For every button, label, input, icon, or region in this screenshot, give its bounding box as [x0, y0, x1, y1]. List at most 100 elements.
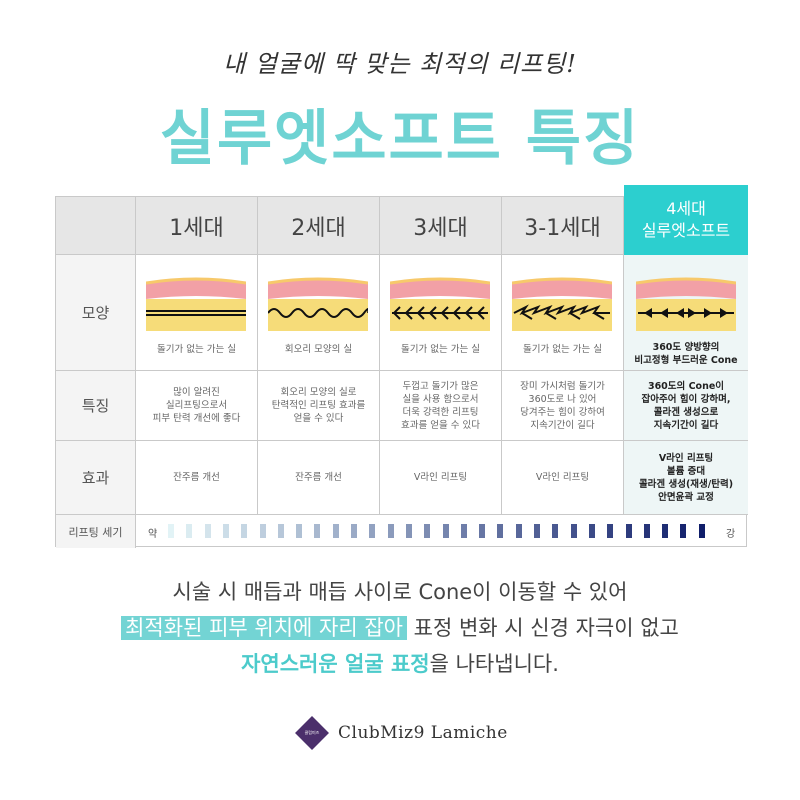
feature-text-gen3-1: 장미 가시처럼 돌기가 360도로 나 있어 당겨주는 힘이 강하여 지속기간이…	[520, 380, 605, 432]
effect-cell-gen1: 잔주름 개선	[136, 441, 258, 515]
description-line-1: 시술 시 매듭과 매듭 사이로 Cone이 이동할 수 있어	[172, 580, 628, 604]
description-line-3-rest: 을 나타냅니다.	[429, 652, 559, 676]
header-gen3: 3세대	[380, 197, 502, 255]
strength-bar	[497, 524, 504, 538]
strength-bar	[259, 524, 266, 538]
feature-line: 지속기간이 길다	[653, 419, 719, 431]
feature-line: 콜라겐 생성으로	[653, 406, 719, 418]
feature-text-gen2: 회오리 모양의 실로 탄력적인 리프팅 효과를 얻을 수 있다	[272, 386, 365, 425]
strength-bar	[424, 524, 431, 538]
feature-line: 피부 탄력 개선에 좋다	[152, 413, 241, 424]
brand-logo: 클럽미즈 ClubMiz9 Lamiche	[295, 716, 508, 750]
header-corner	[56, 197, 136, 255]
row-label-shape: 모양	[56, 255, 136, 371]
effect-cell-gen3: V라인 리프팅	[380, 441, 502, 515]
header-gen3-1: 3-1세대	[502, 197, 624, 255]
thread-illustration-barbed	[390, 277, 490, 331]
header-gen2: 2세대	[258, 197, 380, 255]
feature-line: 당겨주는 힘이 강하여	[520, 406, 605, 418]
strength-bar	[570, 524, 577, 538]
feature-line: 회오리 모양의 실로	[280, 387, 357, 398]
description-line-3: 자연스러운 얼굴 표정을 나타냅니다.	[0, 648, 800, 678]
feature-line: 실을 사용 함으로서	[402, 393, 479, 405]
shape-caption-gen4: 360도 양방향의 비고정형 부드러운 Cone	[624, 341, 748, 367]
strength-bar	[222, 524, 229, 538]
strength-strong-label: 강	[726, 529, 736, 540]
strength-bar	[186, 524, 193, 538]
strength-bar	[625, 524, 632, 538]
shape-cell-gen1: 돌기가 없는 가는 실	[136, 255, 258, 371]
row-label-feature: 특징	[56, 371, 136, 441]
shape-cell-gen4: 360도 양방향의 비고정형 부드러운 Cone	[624, 255, 748, 371]
row-label-strength: 리프팅 세기	[56, 515, 136, 548]
feature-line: 두껍고 돌기가 많은	[402, 380, 479, 392]
feature-line: 많이 알려진	[173, 387, 220, 398]
strength-bar	[168, 524, 174, 538]
strength-bar	[241, 524, 248, 538]
shape-caption-gen3: 돌기가 없는 가는 실	[401, 344, 480, 355]
strength-bar	[460, 524, 467, 538]
page-title: 실루엣소프트 특징	[159, 104, 641, 174]
brand-diamond-icon: 클럽미즈	[295, 716, 329, 750]
feature-line: 더욱 강력한 리프팅	[402, 406, 479, 418]
feature-line: 지속기간이 길다	[530, 419, 595, 431]
shape-cell-gen3: 돌기가 없는 가는 실	[380, 255, 502, 371]
feature-line: 효과를 얻을 수 있다	[401, 419, 480, 431]
tagline: 내 얼굴에 딱 맞는 최적의 리프팅!	[223, 50, 577, 78]
effect-line: 볼륨 증대	[666, 465, 706, 477]
effect-text-gen4: V라인 리프팅 볼륨 증대 콜라겐 생성(재생/탄력) 안면윤곽 교정	[639, 452, 733, 504]
shape-caption-gen4-line1: 360도 양방향의	[652, 342, 720, 353]
effect-cell-gen2: 잔주름 개선	[258, 441, 380, 515]
feature-line: 360도의 Cone이	[647, 380, 725, 392]
feature-line: 잡아주어 힘이 강하며,	[641, 393, 731, 405]
header-gen4-line2: 실루엣소프트	[641, 221, 731, 240]
thread-illustration-cog	[512, 277, 612, 331]
strength-bar	[332, 524, 339, 538]
strength-bar	[314, 524, 321, 538]
strength-bar	[405, 524, 412, 538]
effect-cell-gen4: V라인 리프팅 볼륨 증대 콜라겐 생성(재생/탄력) 안면윤곽 교정	[624, 441, 748, 515]
shape-caption-gen2: 회오리 모양의 실	[284, 344, 353, 355]
strength-bar	[698, 524, 705, 538]
strength-bar	[204, 524, 211, 538]
thread-illustration-smooth	[146, 277, 246, 331]
description-highlight: 최적화된 피부 위치에 자리 잡아	[121, 616, 407, 640]
description-line-2: 최적화된 피부 위치에 자리 잡아 표정 변화 시 신경 자극이 없고	[0, 612, 800, 642]
strength-bar	[387, 524, 394, 538]
effect-line: 안면윤곽 교정	[658, 491, 714, 503]
feature-cell-gen3-1: 장미 가시처럼 돌기가 360도로 나 있어 당겨주는 힘이 강하여 지속기간이…	[502, 371, 624, 441]
brand-badge: 클럽미즈	[304, 730, 320, 735]
effect-cell-gen3-1: V라인 리프팅	[502, 441, 624, 515]
effect-line: 콜라겐 생성(재생/탄력)	[638, 478, 734, 490]
shape-caption-gen3-1: 돌기가 없는 가는 실	[523, 344, 602, 355]
feature-cell-gen3: 두껍고 돌기가 많은 실을 사용 함으로서 더욱 강력한 리프팅 효과를 얻을 …	[380, 371, 502, 441]
strength-weak-label: 약	[148, 529, 158, 540]
strength-bar	[534, 524, 540, 538]
strength-bar	[442, 524, 449, 538]
feature-text-gen4: 360도의 Cone이 잡아주어 힘이 강하며, 콜라겐 생성으로 지속기간이 …	[642, 380, 731, 432]
strength-bar	[351, 524, 357, 538]
shape-cell-gen2: 회오리 모양의 실	[258, 255, 380, 371]
shape-cell-gen3-1: 돌기가 없는 가는 실	[502, 255, 624, 371]
shape-caption-gen1: 돌기가 없는 가는 실	[157, 344, 236, 355]
header-gen4-silhouette-soft: 4세대 실루엣소프트	[624, 185, 748, 255]
header-gen4-line1: 4세대	[666, 199, 706, 218]
feature-line: 실리프팅으로서	[165, 400, 228, 411]
strength-bar	[662, 524, 669, 538]
feature-line: 탄력적인 리프팅 효과를	[271, 400, 366, 411]
thread-illustration-cone	[636, 277, 736, 331]
feature-text-gen1: 많이 알려진 실리프팅으로서 피부 탄력 개선에 좋다	[153, 386, 241, 425]
feature-cell-gen1: 많이 알려진 실리프팅으로서 피부 탄력 개선에 좋다	[136, 371, 258, 441]
strength-bar	[515, 524, 522, 538]
strength-bar	[680, 524, 687, 538]
strength-bar	[479, 524, 486, 538]
thread-illustration-spiral	[268, 277, 368, 331]
row-label-effect: 효과	[56, 441, 136, 515]
feature-text-gen3: 두껍고 돌기가 많은 실을 사용 함으로서 더욱 강력한 리프팅 효과를 얻을 …	[401, 380, 480, 432]
comparison-table: 1세대 2세대 3세대 3-1세대 4세대 실루엣소프트 모양 돌기가 없는 가…	[55, 185, 748, 548]
feature-line: 장미 가시처럼 돌기가	[520, 380, 605, 392]
strength-bar	[552, 524, 559, 538]
lifting-strength-row: 리프팅 세기 약 강	[56, 515, 748, 548]
feature-line: 얻을 수 있다	[293, 413, 344, 424]
strength-bar	[369, 524, 376, 538]
